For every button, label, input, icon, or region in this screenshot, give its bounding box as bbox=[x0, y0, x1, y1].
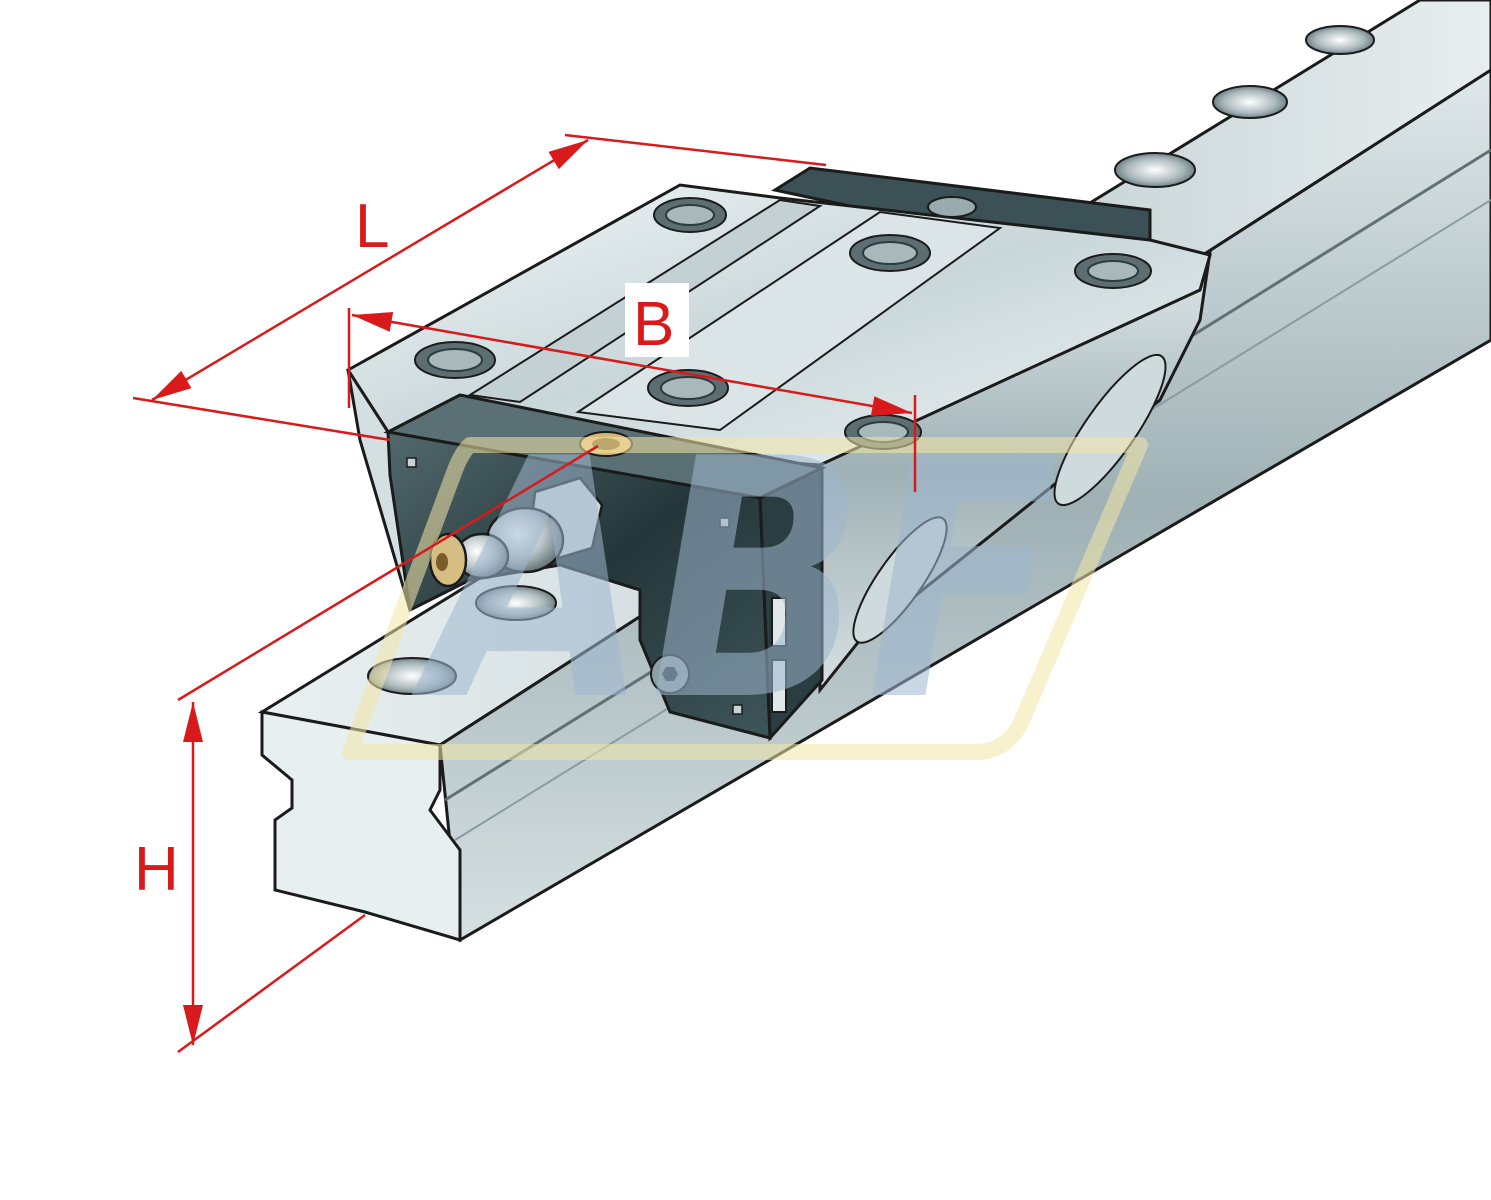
rear-lube-port bbox=[927, 196, 977, 218]
threaded-mounting-hole bbox=[665, 204, 715, 226]
height-extension-line bbox=[177, 444, 599, 702]
watermark: ABF bbox=[342, 389, 1148, 773]
threaded-mounting-hole bbox=[1087, 260, 1139, 282]
rail-mounting-hole bbox=[475, 585, 557, 621]
rail-mounting-hole bbox=[1305, 25, 1375, 55]
end-plate-screw bbox=[719, 517, 730, 528]
end-seal-slot bbox=[771, 659, 787, 713]
end-plate-screw bbox=[406, 457, 417, 468]
width-dimension-line bbox=[351, 312, 913, 416]
rail-end-profile bbox=[260, 710, 462, 943]
width-label-background bbox=[625, 283, 689, 357]
height-extension-line bbox=[177, 913, 366, 1054]
hex-socket-icon bbox=[662, 667, 678, 681]
end-seal-slot bbox=[771, 597, 787, 647]
threaded-mounting-hole bbox=[862, 241, 918, 265]
rail-mounting-hole bbox=[1212, 85, 1288, 119]
rail-mounting-hole bbox=[1114, 152, 1196, 188]
dimension-annotations bbox=[132, 133, 917, 1054]
end-plate-screw bbox=[732, 704, 743, 715]
carriage-side-recess bbox=[852, 516, 948, 644]
length-extension-line bbox=[132, 396, 391, 442]
threaded-mounting-hole bbox=[427, 348, 483, 372]
length-label: L bbox=[355, 192, 389, 261]
width-label: B bbox=[633, 290, 674, 359]
grease-nipple bbox=[428, 476, 604, 588]
grease-nipple-tip bbox=[436, 553, 448, 571]
watermark-frame bbox=[342, 437, 1148, 760]
height-label: H bbox=[134, 835, 179, 904]
watermark-text: ABF bbox=[408, 389, 1060, 773]
length-dimension-line bbox=[151, 138, 589, 402]
length-extension-line bbox=[564, 133, 827, 167]
